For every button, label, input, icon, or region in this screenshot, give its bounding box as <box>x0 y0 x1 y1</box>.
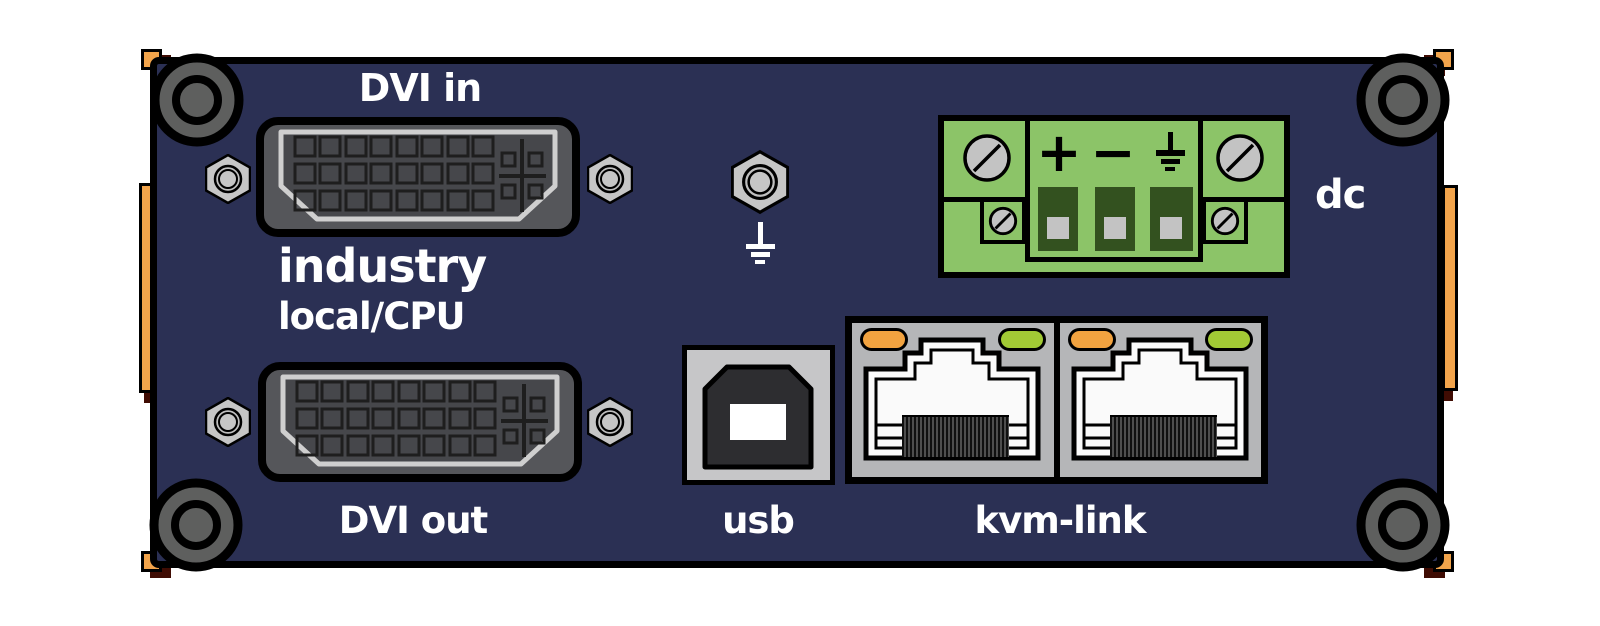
slotted-screw-small-icon <box>1210 206 1240 236</box>
dc-wire-slot <box>1095 187 1135 251</box>
dc-small-screw-tab <box>980 198 1026 244</box>
slotted-screw-icon <box>1216 134 1264 182</box>
rj45-port-2 <box>1059 323 1261 477</box>
dvi-out-label: DVI out <box>338 499 488 542</box>
dc-minus-sign: − <box>1090 121 1136 184</box>
ground-stud-hex-nut-icon <box>731 149 789 215</box>
dc-wire-slot <box>1038 187 1078 251</box>
panel-screw-icon <box>150 53 244 147</box>
usb-b-inner-shape <box>702 364 814 470</box>
led-green-icon <box>997 328 1046 351</box>
rj45-port-1 <box>852 323 1054 477</box>
panel-screw-icon <box>149 478 243 572</box>
hex-nut-icon <box>205 397 251 447</box>
dc-terminal-block: + − <box>938 115 1290 278</box>
face-plate: DVI in ind <box>149 53 1450 572</box>
usb-label: usb <box>722 499 795 542</box>
dvi-out-connector <box>258 362 582 482</box>
rj45-pin-contacts <box>1109 415 1217 457</box>
dc-wire-clamp <box>1160 217 1182 239</box>
earth-ground-icon <box>1155 132 1185 171</box>
device-variant-text: local/CPU <box>278 295 466 338</box>
dc-wire-clamp <box>1047 217 1069 239</box>
hex-nut-icon <box>587 154 633 204</box>
usb-b-connector <box>682 345 835 485</box>
dc-small-screw-tab <box>1202 198 1248 244</box>
hex-nut-icon <box>587 397 633 447</box>
led-orange-icon <box>1067 328 1116 351</box>
panel-screw-icon <box>1356 478 1450 572</box>
earth-ground-icon <box>745 222 775 264</box>
dc-wire-slot <box>1150 187 1193 251</box>
side-trim-right <box>1442 185 1458 391</box>
slotted-screw-small-icon <box>988 206 1018 236</box>
dc-label: dc <box>1315 172 1366 218</box>
hex-nut-icon <box>205 154 251 204</box>
kvm-link-port-group <box>845 316 1268 484</box>
device-name-text: industry <box>278 239 487 293</box>
slotted-screw-icon <box>963 134 1011 182</box>
dvi-in-label: DVI in <box>358 66 482 110</box>
dc-terminal-center-section <box>1025 121 1203 262</box>
kvm-link-label: kvm-link <box>974 499 1147 542</box>
dvi-in-connector <box>256 117 580 237</box>
panel-screw-icon <box>1356 53 1450 147</box>
rj45-pin-contacts <box>902 415 1009 457</box>
dc-wire-clamp <box>1104 217 1126 239</box>
dc-plus-sign: + <box>1036 121 1082 184</box>
led-green-icon <box>1205 328 1253 351</box>
led-orange-icon <box>860 328 908 351</box>
